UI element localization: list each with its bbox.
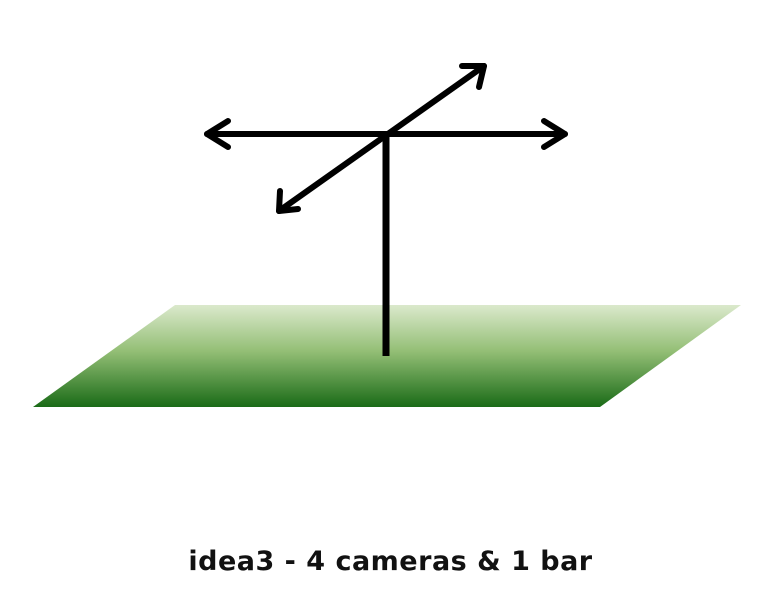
- diagonal-double-arrow: [276, 63, 487, 214]
- diagram-caption: idea3 - 4 cameras & 1 bar: [188, 546, 593, 577]
